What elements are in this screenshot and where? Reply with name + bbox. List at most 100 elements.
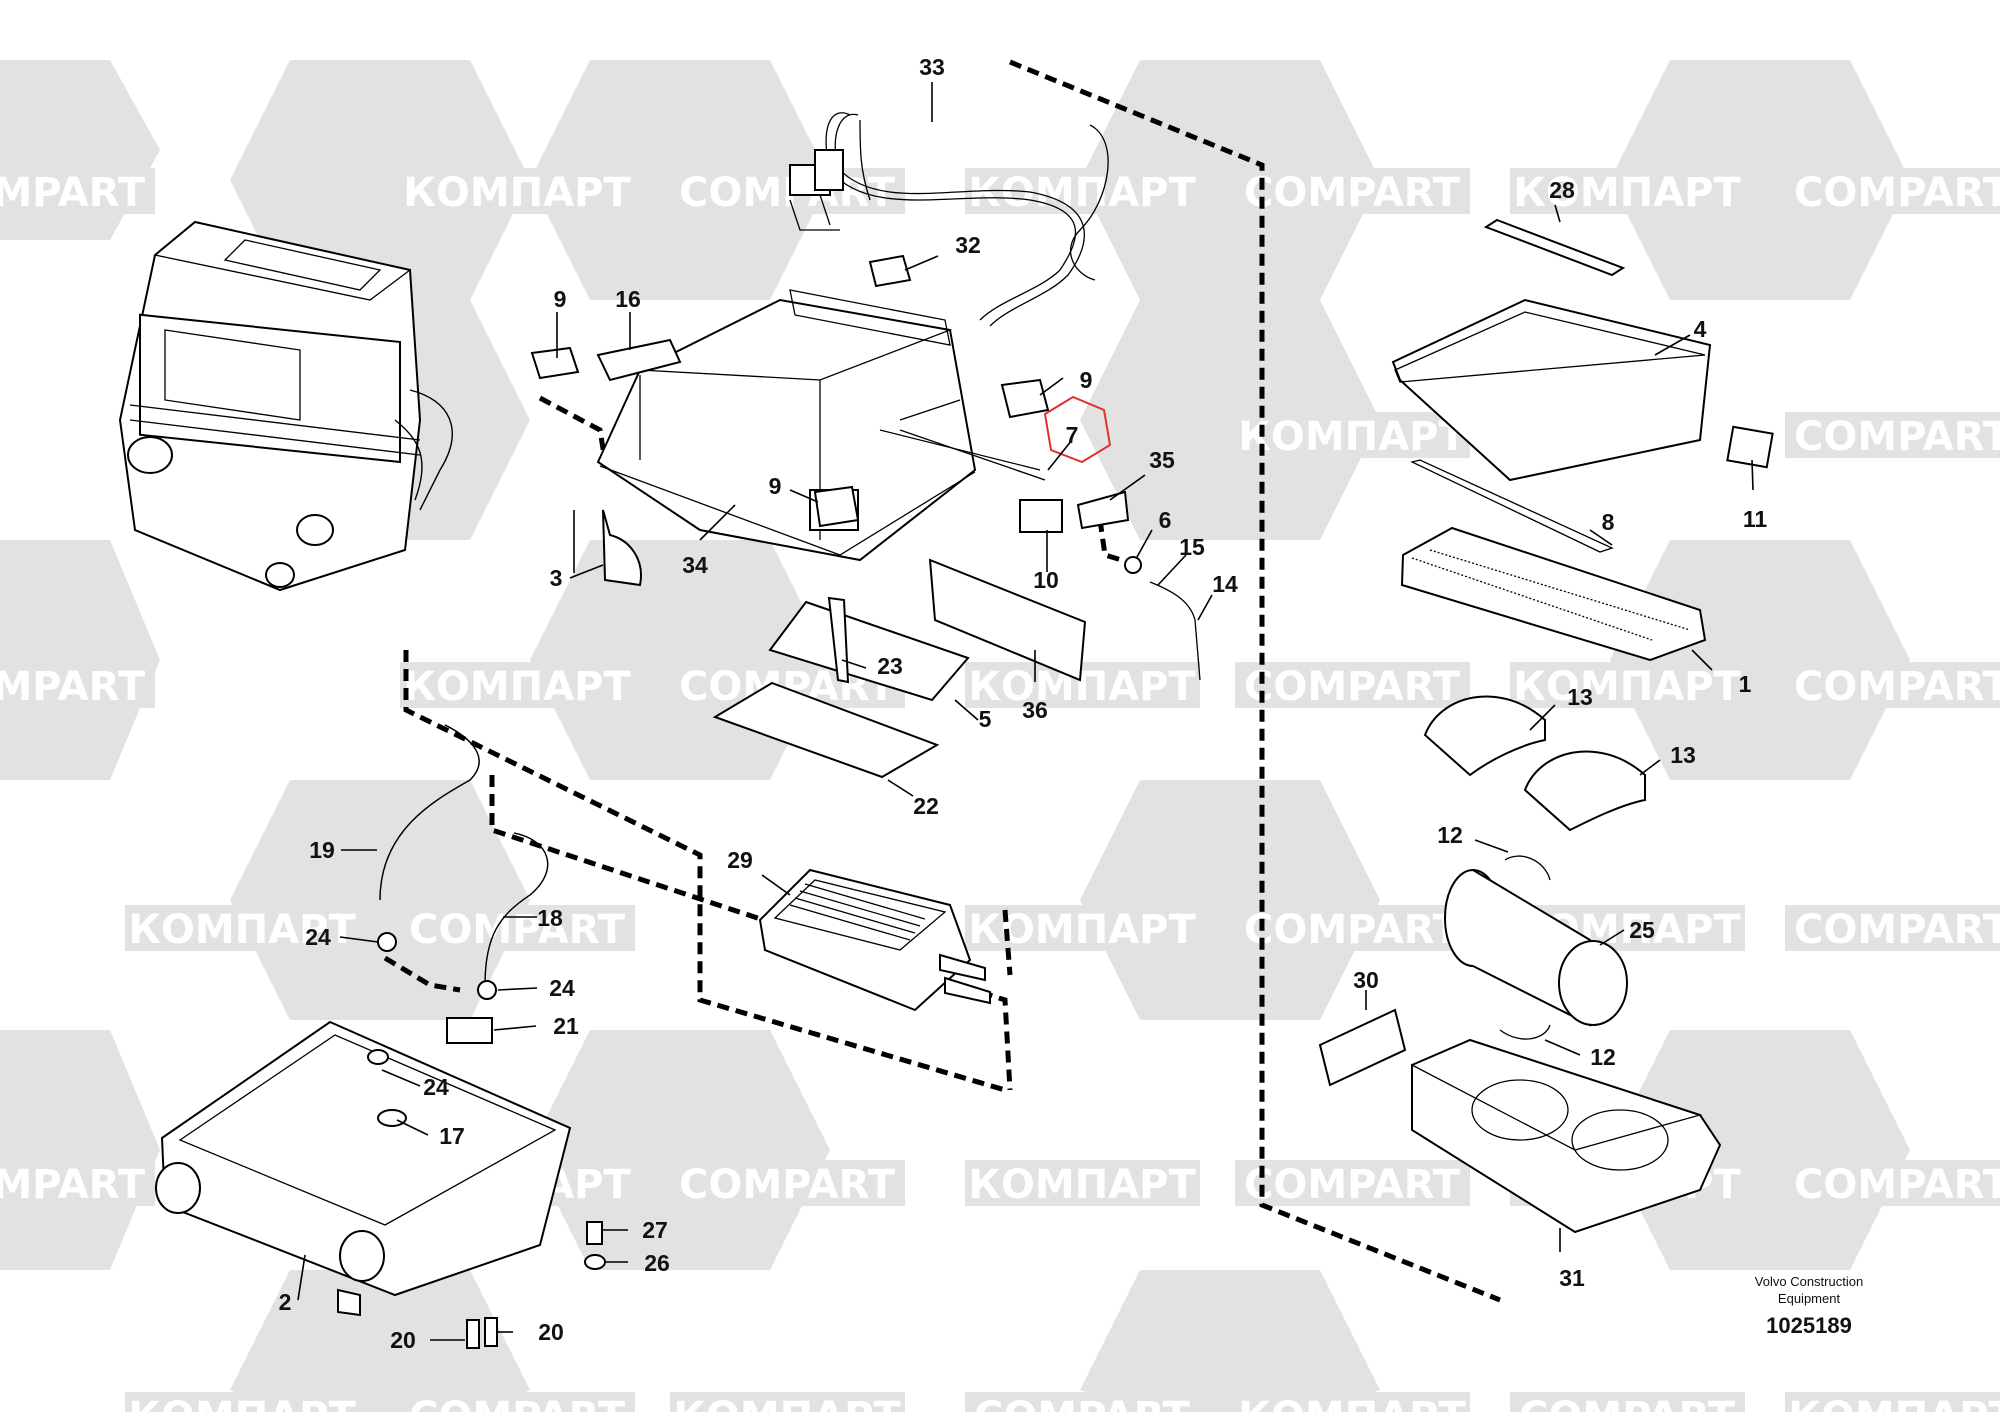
watermark-hex-logo — [1080, 300, 1380, 540]
watermark-text: COMPART — [1244, 1162, 1461, 1208]
callout-25: 25 — [1629, 917, 1655, 943]
watermark-text: КОМПАРТ — [968, 664, 1196, 710]
watermark-text: КОМПАРТ — [403, 170, 631, 216]
dashed-connection-lines — [383, 59, 1501, 1303]
watermark-text: COMPART — [1794, 170, 2000, 216]
callout-30: 30 — [1353, 967, 1379, 993]
watermark-text: COMPART — [1244, 664, 1461, 710]
watermark-text: КОМПАРТ — [1238, 1394, 1466, 1412]
watermark-text: COMPART — [0, 664, 146, 710]
manufacturer-line-1: Volvo Construction — [1755, 1274, 1863, 1289]
box-31 — [1318, 1008, 1722, 1234]
watermark-hex-logo — [1610, 60, 1910, 300]
small-parts — [530, 254, 1201, 681]
watermark-text: COMPART — [409, 1394, 626, 1412]
callout-31: 31 — [1559, 1265, 1585, 1291]
callout-27: 27 — [642, 1217, 668, 1243]
callout-24a: 24 — [305, 924, 331, 950]
watermark-banner — [1785, 662, 2000, 708]
manufacturer-line-2: Equipment — [1778, 1291, 1841, 1306]
assembled-unit-view — [118, 220, 453, 592]
callout-18: 18 — [537, 905, 563, 931]
watermark-text: КОМПАРТ — [1238, 414, 1466, 460]
watermark-text: КОМПАРТ — [128, 907, 356, 953]
watermark-hex-logo — [230, 60, 530, 300]
callout-15: 15 — [1179, 534, 1205, 560]
callout-4: 4 — [1694, 316, 1707, 342]
watermark-hex-logo — [230, 1270, 530, 1412]
callout-13a: 13 — [1567, 684, 1593, 710]
callout-21: 21 — [553, 1013, 579, 1039]
watermark-text: COMPART — [1794, 664, 2000, 710]
watermark-text: COMPART — [1244, 170, 1461, 216]
watermark-banner — [125, 1392, 360, 1412]
callout-9b: 9 — [1080, 367, 1093, 393]
drawing-number: 1025189 — [1766, 1313, 1852, 1338]
watermark-hex-logo — [1080, 780, 1380, 1020]
callout-11: 11 — [1743, 506, 1768, 532]
highlighted-part-marker — [1043, 395, 1112, 464]
watermark-banner — [0, 662, 155, 708]
flap-parts — [712, 558, 1087, 779]
watermark-hex-logo — [0, 1030, 160, 1270]
watermark-banner — [1510, 168, 1745, 214]
callout-3: 3 — [550, 565, 563, 591]
callout-36: 36 — [1022, 697, 1048, 723]
watermark-banner — [1785, 905, 2000, 951]
watermark-banner — [400, 1392, 635, 1412]
watermark-banner — [965, 662, 1200, 708]
callout-26: 26 — [644, 1250, 670, 1276]
watermark-banner — [0, 1160, 155, 1206]
callout-6: 6 — [1159, 507, 1172, 533]
watermark-text: COMPART — [0, 1162, 146, 1208]
watermark-text: КОМПАРТ — [1513, 664, 1741, 710]
watermark-banner — [1785, 168, 2000, 214]
callout-35: 35 — [1149, 447, 1175, 473]
wiring-harness-33 — [789, 112, 1109, 327]
watermark-banner — [965, 1392, 1200, 1412]
watermark-hex-logo — [1080, 1270, 1380, 1412]
callout-1: 1 — [1739, 671, 1752, 697]
callout-24b: 24 — [549, 975, 575, 1001]
watermark-banner — [1235, 412, 1470, 458]
heater-core-29 — [758, 868, 991, 1012]
callout-20b: 20 — [538, 1319, 564, 1345]
callout-29: 29 — [727, 847, 753, 873]
watermark-banner — [1785, 412, 2000, 458]
callout-9c: 9 — [769, 473, 782, 499]
watermark-banner — [0, 168, 155, 214]
watermark-banner — [1235, 1160, 1470, 1206]
watermark-banner — [1235, 1392, 1470, 1412]
watermark-text: COMPART — [409, 907, 626, 953]
watermark-banner — [400, 905, 635, 951]
watermark-banner — [670, 1392, 905, 1412]
watermark-text: КОМПАРТ — [968, 1162, 1196, 1208]
watermark-text: КОМПАРТ — [1513, 170, 1741, 216]
callout-8: 8 — [1602, 509, 1615, 535]
watermark-banner — [965, 1160, 1200, 1206]
callout-7: 7 — [1066, 422, 1079, 448]
watermark-banner — [400, 662, 635, 708]
watermark-banner — [1235, 905, 1470, 951]
watermark-banner — [1235, 168, 1470, 214]
duct-25 — [1444, 855, 1628, 1040]
watermark-banner — [1235, 662, 1470, 708]
watermark-text: COMPART — [1244, 907, 1461, 953]
leader-lines — [297, 82, 1754, 1341]
watermark-banner — [670, 168, 905, 214]
watermark-hex-logo — [1610, 1030, 1910, 1270]
watermark-text: КОМПАРТ — [968, 170, 1196, 216]
filter-shells-13 — [1423, 695, 1646, 832]
filter-cover-4 — [1391, 218, 1774, 482]
callout-16: 16 — [615, 286, 641, 312]
callout-20a: 20 — [390, 1327, 416, 1353]
filter-1 — [1400, 459, 1707, 662]
watermark-text: КОМПАРТ — [128, 1394, 356, 1412]
watermark-hex-logo — [0, 540, 160, 780]
watermark-text: COMPART — [0, 170, 146, 216]
callout-22: 22 — [913, 793, 939, 819]
watermark-banner — [670, 1160, 905, 1206]
callout-5: 5 — [979, 706, 992, 732]
callout-33: 33 — [919, 54, 945, 80]
callout-12b: 12 — [1590, 1044, 1616, 1070]
